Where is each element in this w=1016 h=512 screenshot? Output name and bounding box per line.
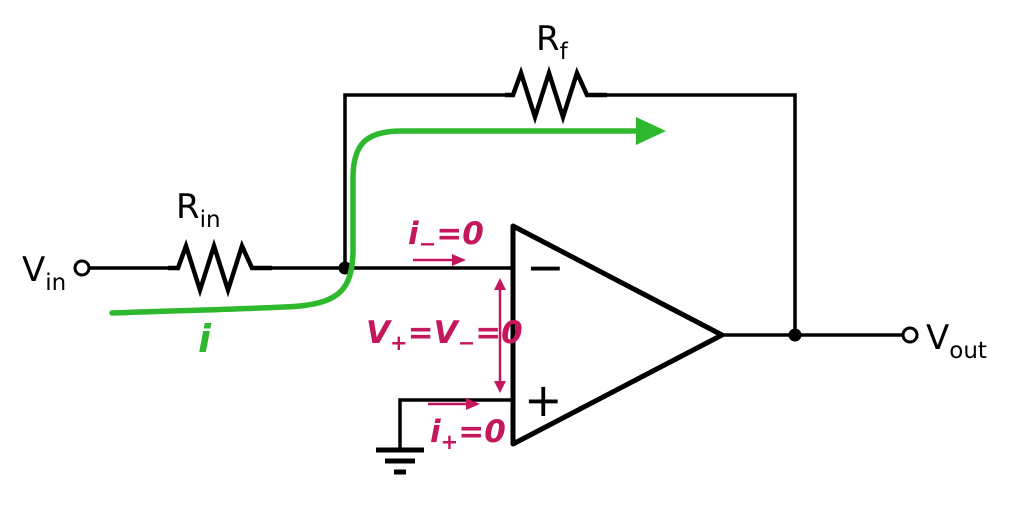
current-path bbox=[109, 128, 639, 316]
noninverting-input-wire bbox=[398, 398, 513, 450]
virtual-ground-arrowhead-top bbox=[494, 278, 506, 290]
rin-label: Rin bbox=[176, 187, 221, 233]
i-plus-label: i+=0 bbox=[430, 414, 506, 454]
vin-terminal bbox=[73, 259, 91, 277]
opamp-noninverting-sign: + bbox=[524, 373, 563, 427]
output-branch bbox=[720, 326, 919, 344]
annotation-virtual-ground: V+=V−=0 bbox=[366, 278, 523, 393]
output-junction-dot bbox=[788, 328, 802, 342]
virtual-ground-arrowhead-bottom bbox=[494, 381, 506, 393]
rf-resistor bbox=[505, 65, 607, 125]
i-plus-arrowhead bbox=[466, 398, 480, 410]
opamp-triangle bbox=[510, 223, 725, 447]
rf-label: Rf bbox=[536, 19, 569, 65]
noninverting-branch bbox=[376, 398, 513, 475]
current-label: i bbox=[198, 317, 212, 361]
annotation-i-plus: i+=0 bbox=[428, 398, 506, 454]
opamp-inverting-sign: − bbox=[526, 240, 565, 294]
vout-terminal bbox=[901, 326, 919, 344]
feedback-wire-right bbox=[607, 93, 797, 335]
virtual-ground-label: V+=V−=0 bbox=[366, 315, 523, 355]
rin-resistor bbox=[168, 238, 272, 298]
input-branch bbox=[73, 238, 513, 298]
ground-symbol bbox=[376, 447, 424, 475]
current-path-arrowhead bbox=[636, 117, 666, 145]
annotation-i-minus: i−=0 bbox=[408, 216, 484, 266]
vout-label: Vout bbox=[926, 318, 987, 364]
feedback-wire-left bbox=[343, 93, 505, 268]
i-minus-arrowhead bbox=[452, 254, 466, 266]
current-path-group: i bbox=[109, 117, 666, 361]
i-minus-label: i−=0 bbox=[408, 216, 484, 256]
vin-label: Vin bbox=[22, 250, 66, 296]
feedback-branch bbox=[343, 65, 797, 335]
